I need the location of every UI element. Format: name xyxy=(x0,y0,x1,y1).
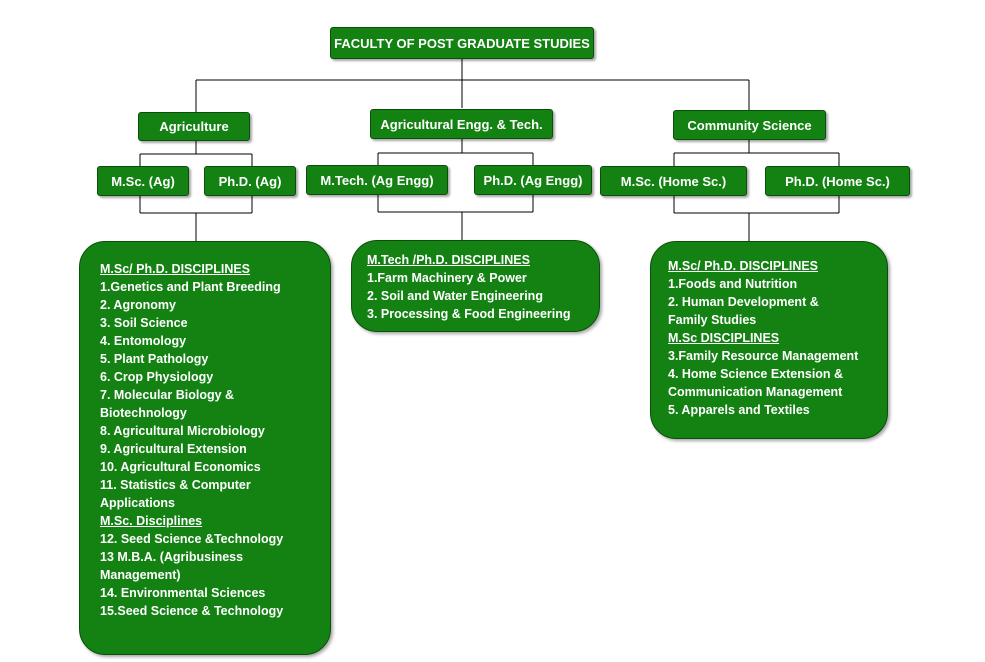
program-phd-ag-label: Ph.D. (Ag) xyxy=(218,173,282,189)
discipline-item: Family Studies xyxy=(668,313,757,327)
discipline-item: Applications xyxy=(100,496,176,510)
department-community-science: Community Science xyxy=(673,110,826,140)
discipline-item: 8. Agricultural Microbiology xyxy=(100,424,265,438)
discipline-item: Biotechnology xyxy=(100,406,187,420)
program-phd-ag: Ph.D. (Ag) xyxy=(204,166,296,196)
discipline-item: 3. Processing & Food Engineering xyxy=(367,307,571,321)
program-phd-ag-engg: Ph.D. (Ag Engg) xyxy=(474,165,592,195)
program-msc-ag: M.Sc. (Ag) xyxy=(97,166,189,196)
program-phd-home-sc-label: Ph.D. (Home Sc.) xyxy=(785,173,890,189)
discipline-item: 1.Genetics and Plant Breeding xyxy=(100,280,281,294)
discipline-item: 5. Apparels and Textiles xyxy=(668,403,810,417)
program-phd-home-sc: Ph.D. (Home Sc.) xyxy=(765,166,910,196)
discipline-item: 2. Human Development & xyxy=(668,295,819,309)
root-node: FACULTY OF POST GRADUATE STUDIES xyxy=(330,27,594,59)
department-agriculture: Agriculture xyxy=(138,112,250,141)
discipline-item: 3.Family Resource Management xyxy=(668,349,859,363)
panel-subheading: M.Sc. Disciplines xyxy=(100,514,203,528)
program-phd-ag-engg-label: Ph.D. (Ag Engg) xyxy=(483,172,583,188)
panel-heading: M.Sc/ Ph.D. DISCIPLINES xyxy=(668,259,819,273)
discipline-item: 9. Agricultural Extension xyxy=(100,442,247,456)
department-community-science-label: Community Science xyxy=(687,117,812,133)
agriculture-disciplines-panel: M.Sc/ Ph.D. DISCIPLINES 1.Genetics and P… xyxy=(79,241,331,655)
discipline-item: 7. Molecular Biology & xyxy=(100,388,235,402)
discipline-item: 12. Seed Science &Technology xyxy=(100,532,284,546)
department-agriculture-label: Agriculture xyxy=(159,119,229,134)
program-msc-ag-label: M.Sc. (Ag) xyxy=(111,173,175,189)
program-mtech-ag-engg-label: M.Tech. (Ag Engg) xyxy=(320,172,434,188)
program-msc-home-sc: M.Sc. (Home Sc.) xyxy=(600,166,747,196)
discipline-item: 1.Foods and Nutrition xyxy=(668,277,798,291)
root-label: FACULTY OF POST GRADUATE STUDIES xyxy=(334,35,590,51)
discipline-item: 10. Agricultural Economics xyxy=(100,460,261,474)
discipline-item: 15.Seed Science & Technology xyxy=(100,604,284,618)
discipline-item: 4. Entomology xyxy=(100,334,187,348)
program-msc-home-sc-label: M.Sc. (Home Sc.) xyxy=(620,173,727,189)
discipline-item: 2. Agronomy xyxy=(100,298,176,312)
panel-heading: M.Sc/ Ph.D. DISCIPLINES xyxy=(100,262,251,276)
community-science-disciplines-panel: M.Sc/ Ph.D. DISCIPLINES 1.Foods and Nutr… xyxy=(650,241,888,439)
discipline-item: 6. Crop Physiology xyxy=(100,370,214,384)
department-engineering: Agricultural Engg. & Tech. xyxy=(370,109,553,139)
discipline-item: Management) xyxy=(100,568,181,582)
discipline-item: 5. Plant Pathology xyxy=(100,352,209,366)
department-engineering-label: Agricultural Engg. & Tech. xyxy=(380,116,543,132)
discipline-item: Communication Management xyxy=(668,385,843,399)
discipline-item: 14. Environmental Sciences xyxy=(100,586,266,600)
panel-heading: M.Tech /Ph.D. DISCIPLINES xyxy=(367,253,530,267)
discipline-item: 4. Home Science Extension & xyxy=(668,367,844,381)
discipline-item: 11. Statistics & Computer xyxy=(100,478,251,492)
discipline-item: 1.Farm Machinery & Power xyxy=(367,271,527,285)
engineering-disciplines-panel: M.Tech /Ph.D. DISCIPLINES 1.Farm Machine… xyxy=(351,240,600,332)
discipline-item: 2. Soil and Water Engineering xyxy=(367,289,543,303)
discipline-item: 3. Soil Science xyxy=(100,316,188,330)
program-mtech-ag-engg: M.Tech. (Ag Engg) xyxy=(306,165,448,195)
discipline-item: 13 M.B.A. (Agribusiness xyxy=(100,550,244,564)
panel-subheading: M.Sc DISCIPLINES xyxy=(668,331,780,345)
